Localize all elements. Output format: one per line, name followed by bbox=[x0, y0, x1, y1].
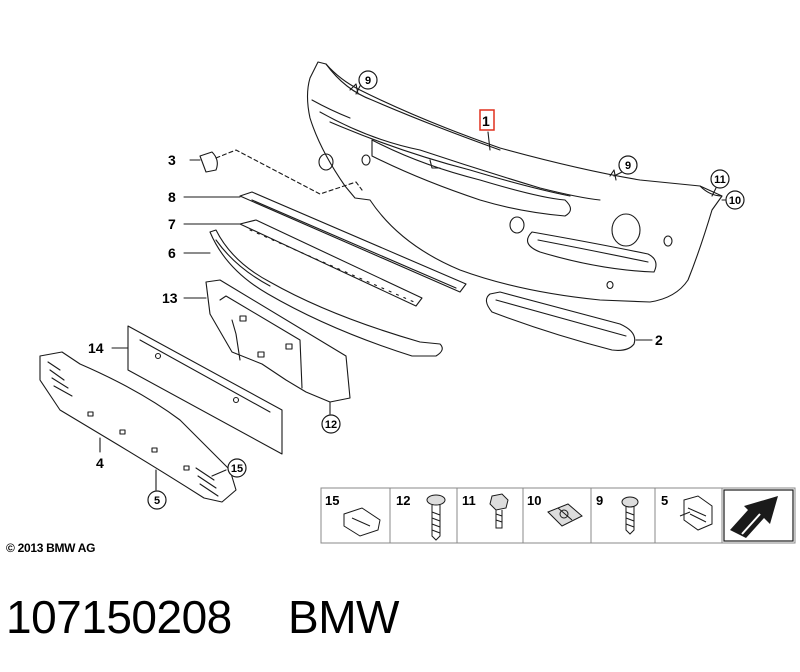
legend-label-12: 12 bbox=[396, 493, 410, 508]
clip-icon bbox=[343, 507, 381, 537]
part-label-4: 4 bbox=[96, 455, 104, 471]
part-label-10: 10 bbox=[729, 195, 741, 207]
legend-label-5: 5 bbox=[661, 493, 668, 508]
part-label-9-lower: 9 bbox=[625, 160, 631, 172]
spring-clip-icon bbox=[679, 495, 713, 531]
part-label-6: 6 bbox=[168, 245, 176, 261]
part-label-7: 7 bbox=[168, 216, 176, 232]
legend-label-9: 9 bbox=[596, 493, 603, 508]
screw-icon bbox=[426, 494, 446, 541]
brand-name: BMW bbox=[288, 591, 399, 643]
part-label-8: 8 bbox=[168, 189, 176, 205]
bumper-cover-part bbox=[306, 61, 723, 303]
part-label-9-upper: 9 bbox=[365, 75, 371, 87]
nut-clip-icon bbox=[547, 503, 583, 527]
legend-label-10: 10 bbox=[527, 493, 541, 508]
legend-label-15: 15 bbox=[325, 493, 339, 508]
legend-label-11: 11 bbox=[462, 493, 476, 508]
view-arrow-icon bbox=[723, 489, 794, 542]
part-label-14: 14 bbox=[88, 340, 104, 356]
part-1-highlight bbox=[479, 109, 495, 131]
part-label-1: 1 bbox=[482, 113, 490, 129]
screw-small-icon bbox=[621, 496, 639, 535]
part-label-12: 12 bbox=[325, 419, 337, 431]
hex-bolt-icon bbox=[489, 493, 509, 529]
part-label-3: 3 bbox=[168, 152, 176, 168]
part-label-13: 13 bbox=[162, 290, 178, 306]
part-number: 107150208 bbox=[6, 591, 232, 643]
part-number-line: 107150208 BMW bbox=[6, 590, 399, 644]
part-label-5: 5 bbox=[154, 495, 160, 507]
part-label-2: 2 bbox=[655, 332, 663, 348]
part-label-15: 15 bbox=[231, 463, 243, 475]
fastener-legend: 15 12 11 10 9 5 bbox=[320, 487, 796, 544]
copyright-text: © 2013 BMW AG bbox=[6, 541, 96, 555]
part-label-11: 11 bbox=[714, 174, 726, 186]
